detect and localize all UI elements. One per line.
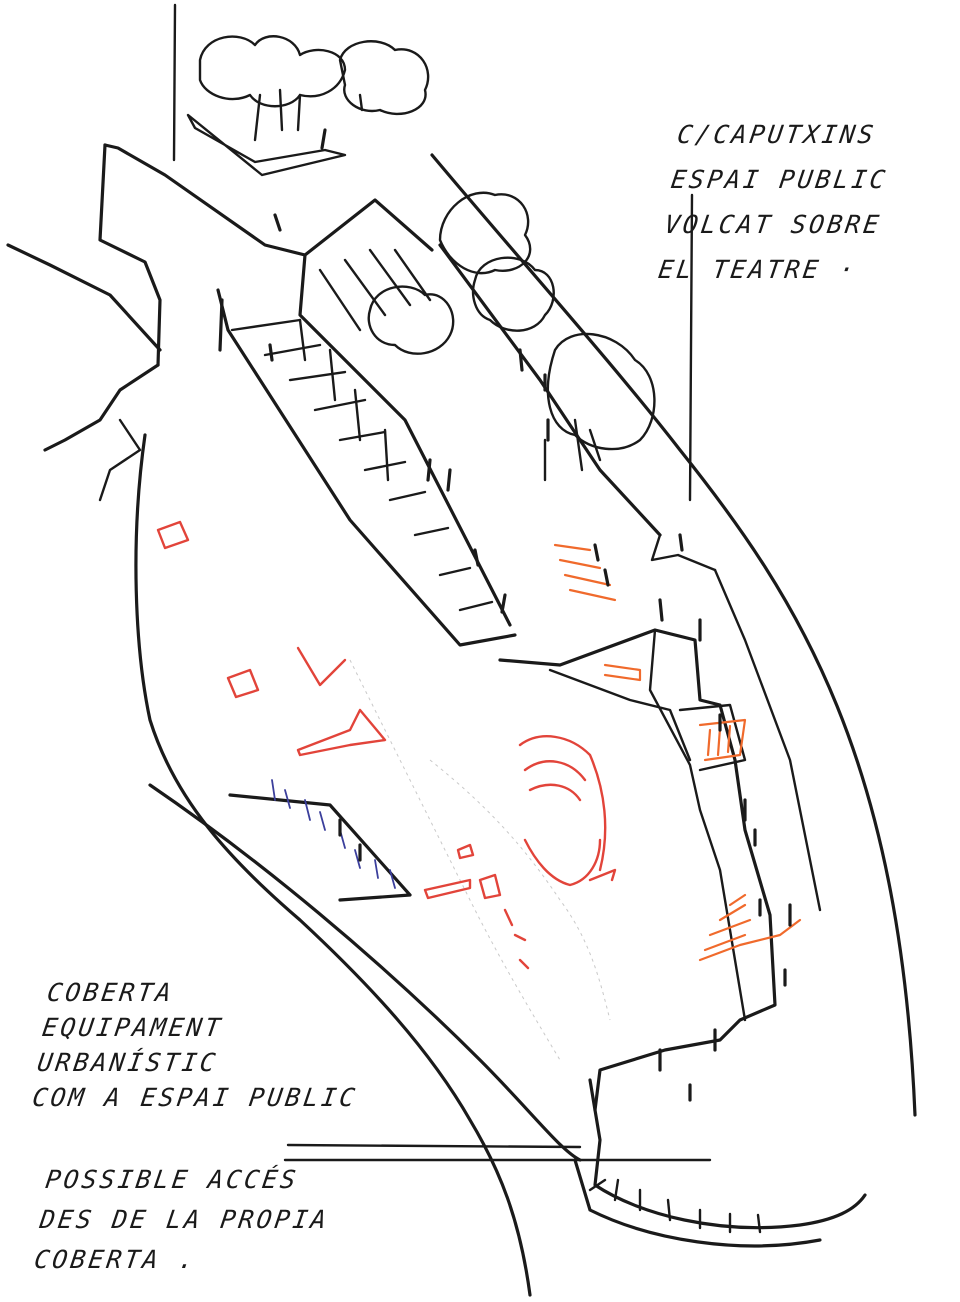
- seating-zone-blue: [228, 779, 412, 902]
- note-line: DES DE LA PROPIA: [38, 1205, 331, 1234]
- note-line: VOLCAT SOBRE: [662, 210, 884, 239]
- note-line: EQUIPAMENT: [40, 1013, 226, 1042]
- stage-building: [498, 628, 777, 1112]
- red-stage-features: [156, 520, 617, 970]
- note-line: URBANÍSTIC: [35, 1048, 221, 1077]
- bottom-ramp: [283, 1078, 867, 1248]
- right-boundary: [430, 153, 917, 1117]
- upper-terrace: [186, 113, 347, 177]
- note-line: POSSIBLE ACCÉS: [43, 1165, 301, 1194]
- auditorium-guide: [349, 659, 611, 1061]
- note-line: COBERTA .: [32, 1245, 199, 1274]
- site-outline: [6, 143, 582, 1297]
- horizontal-baseline: [286, 1143, 582, 1149]
- note-line: COM A ESPAI PUBLIC: [30, 1083, 360, 1112]
- human-figures: [218, 128, 792, 1102]
- note-public-space-over-theatre: C/CAPUTXINS ESPAI PUBLIC VOLCAT SOBRE EL…: [655, 112, 897, 292]
- note-line: ESPAI PUBLIC: [669, 165, 890, 194]
- note-line: C/CAPUTXINS: [675, 120, 879, 149]
- note-line: COBERTA: [45, 978, 176, 1007]
- note-roof-as-public-space: COBERTA EQUIPAMENT URBANÍSTIC COM A ESPA…: [30, 975, 375, 1115]
- vertical-edge-top: [172, 3, 177, 162]
- note-line: EL TEATRE ·: [656, 255, 860, 284]
- tree-cluster-right: [367, 191, 656, 482]
- orange-seating-groups: [553, 543, 802, 962]
- note-roof-access: POSSIBLE ACCÉS DES DE LA PROPIA COBERTA …: [32, 1160, 338, 1280]
- tree-cluster-top: [198, 35, 430, 142]
- theatre-stands: [216, 248, 517, 647]
